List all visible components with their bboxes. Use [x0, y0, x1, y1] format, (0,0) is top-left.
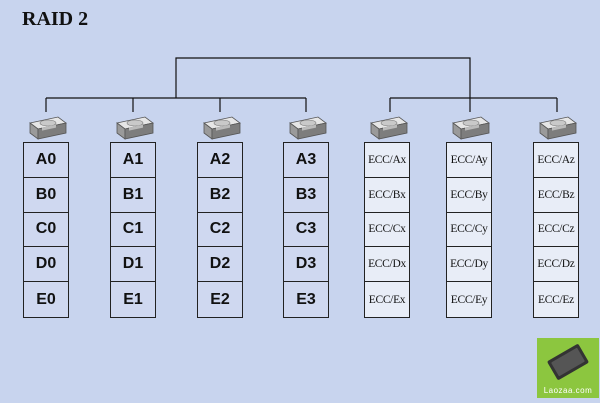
ecc-block: ECC/Ax	[365, 143, 409, 178]
ecc-block: ECC/Bx	[365, 178, 409, 213]
ecc-block: ECC/Dy	[447, 247, 491, 283]
data-block: E3	[296, 290, 316, 308]
hard-drive-icon	[539, 116, 577, 140]
data-block: D2	[198, 247, 242, 283]
ecc-block: ECC/Cy	[447, 213, 491, 248]
laozaa-logo: Laozaa.com	[537, 338, 599, 398]
data-block: C0	[24, 213, 68, 248]
ecc-block: ECC/Ex	[368, 293, 406, 306]
hard-drive-icon	[203, 116, 241, 140]
hard-drive-icon	[289, 116, 327, 140]
ecc-block: ECC/Ay	[447, 143, 491, 178]
logo-site-text: Laozaa.com	[543, 386, 593, 395]
ecc-block: ECC/Bz	[534, 178, 578, 213]
data-block: B1	[111, 178, 155, 213]
data-block: B2	[198, 178, 242, 213]
diagram-title: RAID 2	[22, 8, 89, 30]
data-block: C2	[198, 213, 242, 248]
data-block: B3	[284, 178, 328, 213]
data-block: E1	[123, 290, 143, 308]
data-block: B0	[24, 178, 68, 213]
hard-drive-icon	[452, 116, 490, 140]
data-block: E0	[36, 290, 56, 308]
ecc-block: ECC/Az	[534, 143, 578, 178]
hard-drive-icon	[116, 116, 154, 140]
hard-drive-icon	[29, 116, 67, 140]
data-block: A1	[111, 143, 155, 178]
ecc-block: ECC/Dx	[365, 247, 409, 283]
hard-drive-icon	[370, 116, 408, 140]
data-block: C1	[111, 213, 155, 248]
data-block: A3	[284, 143, 328, 178]
data-block: A0	[24, 143, 68, 178]
ecc-block: ECC/By	[447, 178, 491, 213]
ecc-block: ECC/Ez	[538, 293, 574, 306]
data-block: D0	[24, 247, 68, 283]
data-block: D3	[284, 247, 328, 283]
data-block: A2	[198, 143, 242, 178]
data-block: C3	[284, 213, 328, 248]
ecc-block: ECC/Cz	[534, 213, 578, 248]
data-block: E2	[210, 290, 230, 308]
top-connector	[175, 57, 471, 98]
ecc-block: ECC/Ey	[450, 293, 488, 306]
ecc-block: ECC/Cx	[365, 213, 409, 248]
ecc-block: ECC/Dz	[534, 247, 578, 283]
data-block: D1	[111, 247, 155, 283]
